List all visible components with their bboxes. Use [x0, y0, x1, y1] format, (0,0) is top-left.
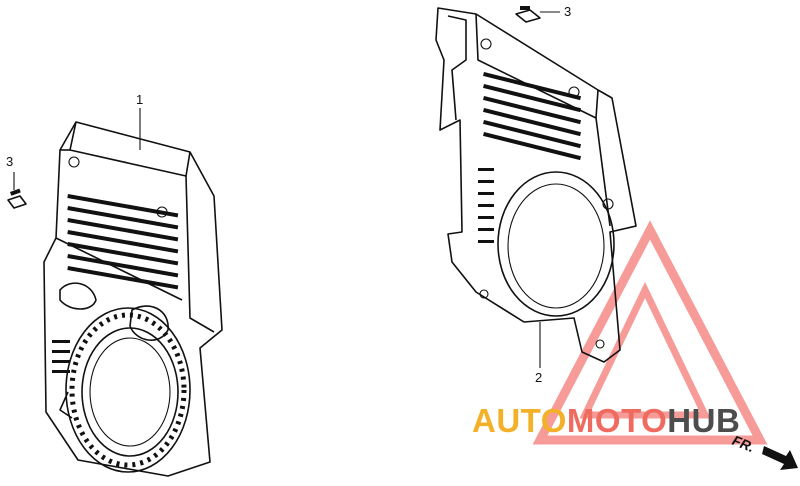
fan-cover-front: [43, 121, 223, 477]
callout-part-3-left: 3: [6, 154, 13, 169]
fan-shroud-rear: [435, 7, 637, 363]
watermark-moto: MOTO: [566, 402, 668, 439]
bolt-left: [7, 172, 27, 209]
front-grille: [67, 194, 179, 290]
forward-arrow-icon: [762, 446, 798, 470]
callout-part-1: 1: [136, 92, 143, 107]
watermark-hub: HUB: [667, 402, 741, 439]
watermark-auto: AUTO: [472, 402, 567, 439]
callout-part-2: 2: [535, 370, 542, 385]
watermark-triangle-logo: [532, 220, 768, 445]
watermark-logo: AUTOMOTOHUB: [472, 402, 740, 440]
starter-ring: [65, 307, 191, 473]
shroud-fan-opening: [497, 171, 615, 317]
bolt-right: [515, 6, 560, 23]
callout-part-3-right: 3: [564, 4, 571, 19]
rear-grille: [483, 72, 582, 161]
